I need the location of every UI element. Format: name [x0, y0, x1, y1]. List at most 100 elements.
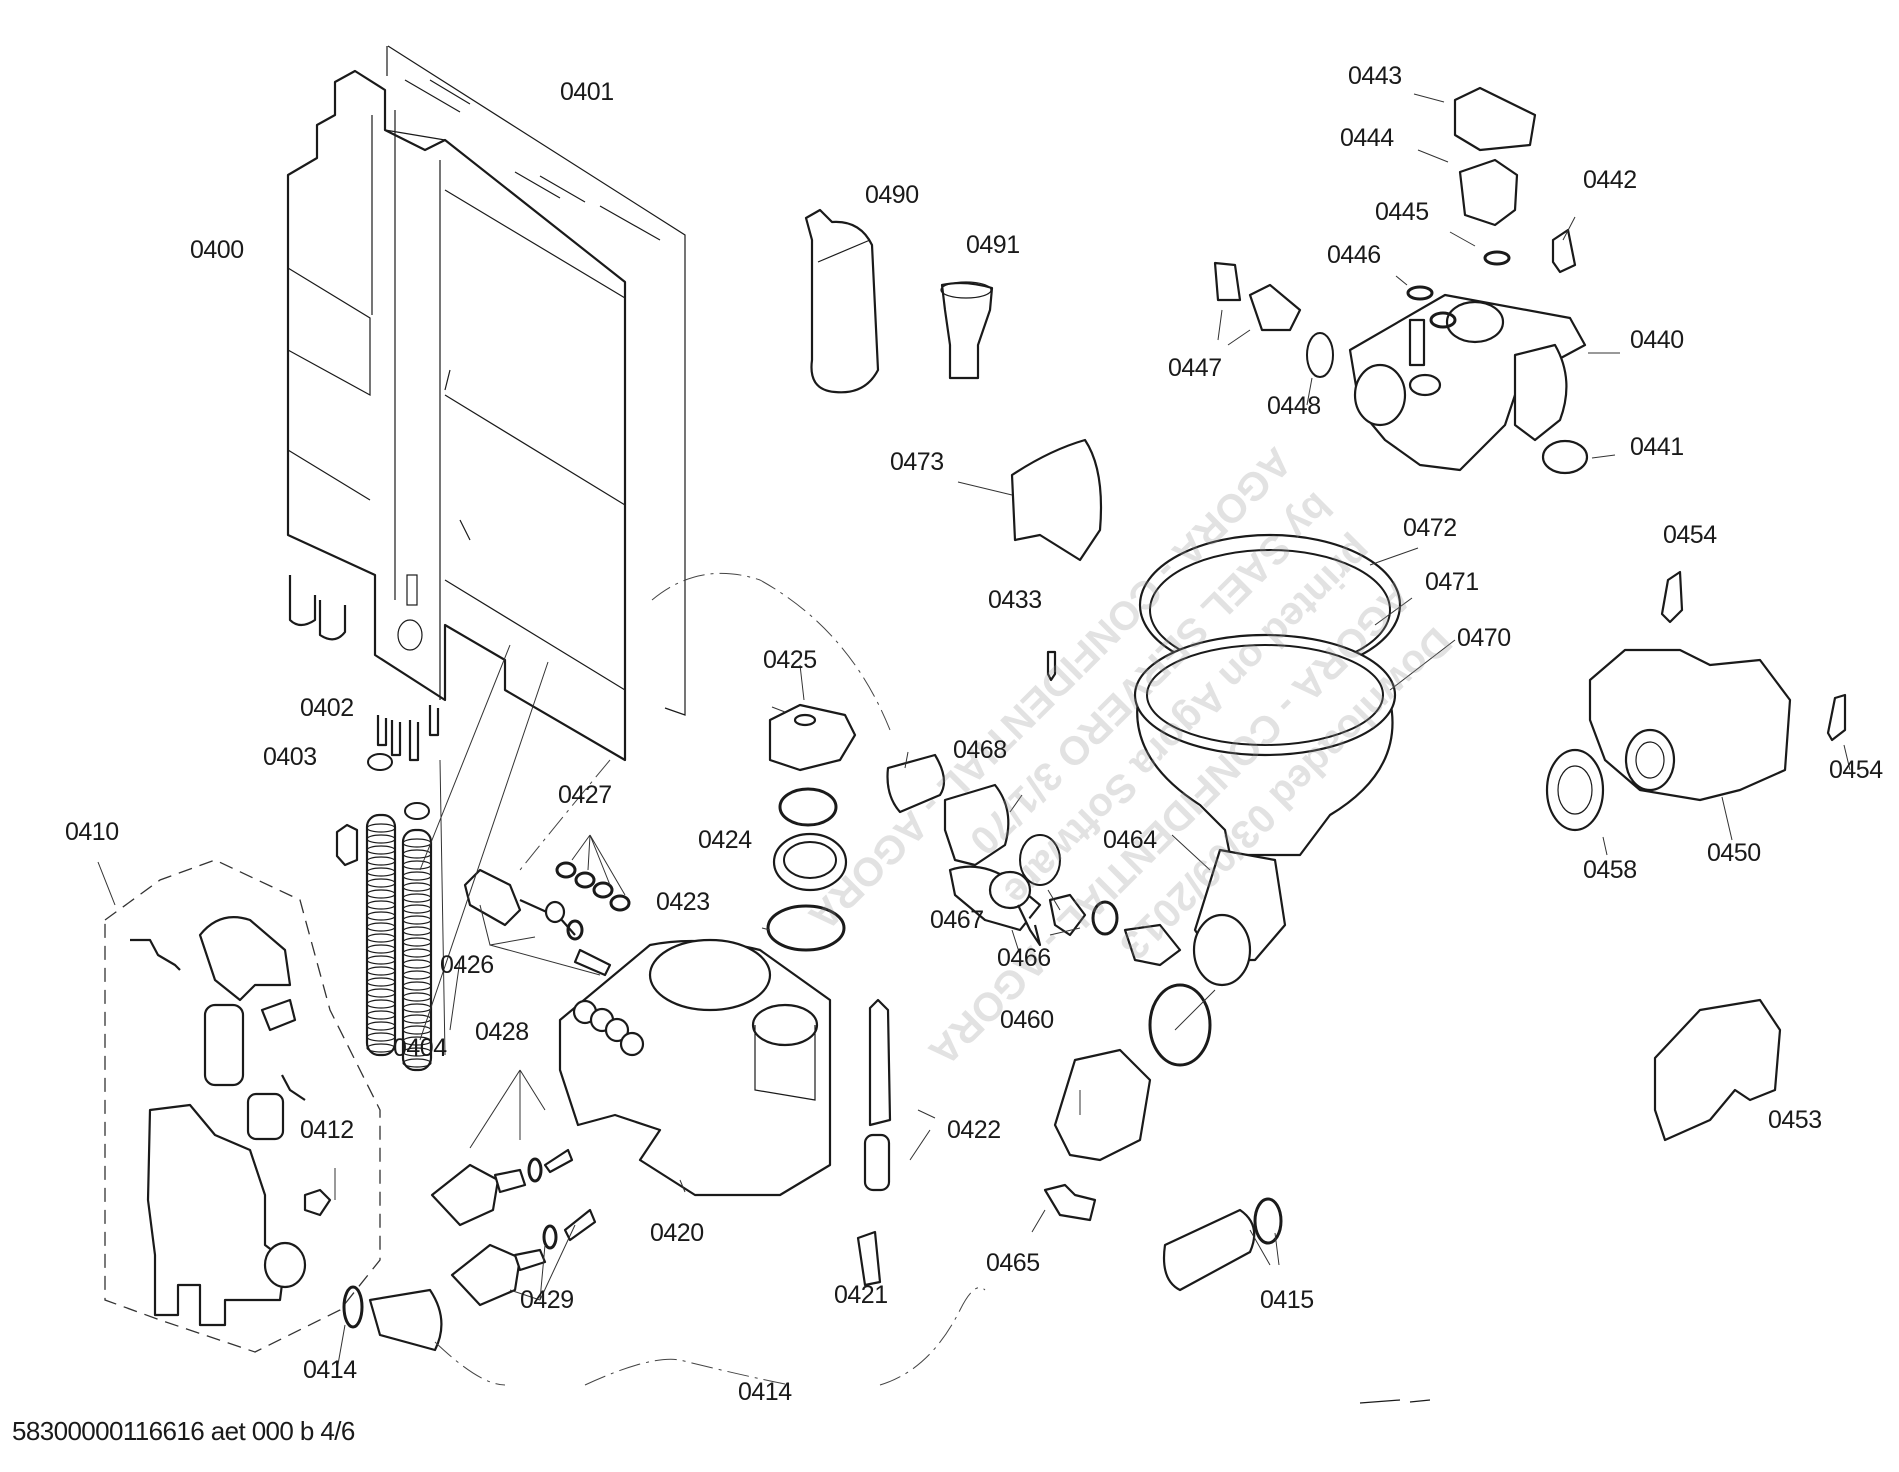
part-0442-0448-small [1213, 86, 1577, 406]
hose-rib [402, 871, 432, 881]
part-label-0447: 0447 [1168, 354, 1222, 382]
part-0426-0429-valves [430, 834, 631, 1307]
hose-rib [402, 981, 432, 991]
part-label-0424: 0424 [698, 826, 752, 854]
part-0415-drain-hose [1162, 1197, 1283, 1292]
part-label-0454a: 0454 [1663, 521, 1717, 549]
part-label-0458: 0458 [1583, 856, 1637, 884]
part-0490-0491-funnel [804, 208, 994, 394]
hose-rib [366, 1021, 396, 1031]
hose-rib [402, 1014, 432, 1024]
part-label-0446: 0446 [1327, 241, 1381, 269]
hose-rib [366, 999, 396, 1009]
part-label-0445: 0445 [1375, 198, 1429, 226]
hose-rib [366, 1032, 396, 1042]
part-label-0448: 0448 [1267, 392, 1321, 420]
part-label-0425: 0425 [763, 646, 817, 674]
part-0401-panel [386, 45, 686, 716]
part-label-0400: 0400 [190, 236, 244, 264]
hose-rib [402, 970, 432, 980]
part-0422-parts [863, 998, 936, 1192]
part-label-0491: 0491 [966, 231, 1020, 259]
hose-rib [402, 904, 432, 914]
part-label-0428: 0428 [475, 1018, 529, 1046]
part-0470-sump [948, 438, 1456, 1233]
part-0450-pump [1545, 570, 1851, 1142]
part-label-0414a: 0414 [303, 1356, 357, 1384]
leader-lines-misc [419, 572, 891, 1056]
hose-rib [366, 966, 396, 976]
hose-rib [366, 823, 396, 833]
part-0433-screw [1046, 650, 1057, 682]
part-label-0466: 0466 [997, 944, 1051, 972]
part-label-0442: 0442 [1583, 166, 1637, 194]
hose-rib [366, 878, 396, 888]
part-0400-tank [286, 69, 627, 762]
hose-rib [366, 922, 396, 932]
part-label-0429: 0429 [520, 1286, 574, 1314]
part-label-0470: 0470 [1457, 624, 1511, 652]
part-label-0464: 0464 [1103, 826, 1157, 854]
part-label-0401: 0401 [560, 78, 614, 106]
hose-rib [366, 856, 396, 866]
hose-rib [402, 860, 432, 870]
hose-rib [366, 944, 396, 954]
hose-rib [366, 1043, 396, 1053]
hose-rib [402, 882, 432, 892]
part-label-0421: 0421 [834, 1281, 888, 1309]
part-label-0465: 0465 [986, 1249, 1040, 1277]
part-label-0443: 0443 [1348, 62, 1402, 90]
part-label-0427: 0427 [558, 781, 612, 809]
hose-rib [366, 955, 396, 965]
hose-rib [402, 1047, 432, 1057]
part-label-0415: 0415 [1260, 1286, 1314, 1314]
hose-rib [366, 911, 396, 921]
part-label-0453: 0453 [1768, 1106, 1822, 1134]
part-label-0467: 0467 [930, 906, 984, 934]
part-label-0412: 0412 [300, 1116, 354, 1144]
hose-rib [366, 988, 396, 998]
part-label-0402: 0402 [300, 694, 354, 722]
part-0410-group [97, 859, 381, 1353]
part-label-0454b: 0454 [1829, 756, 1883, 784]
hose-rib [366, 900, 396, 910]
part-0440-valve-block [1348, 293, 1620, 475]
part-label-0420: 0420 [650, 1219, 704, 1247]
hose-rib [402, 1025, 432, 1035]
part-label-0473: 0473 [890, 448, 944, 476]
hose-rib [402, 1058, 432, 1068]
hose-rib [402, 926, 432, 936]
hose-rib [366, 845, 396, 855]
part-label-0441: 0441 [1630, 433, 1684, 461]
hose-rib [366, 977, 396, 987]
hose-rib [402, 937, 432, 947]
part-0423-0425-rings [761, 664, 857, 952]
part-label-0460: 0460 [1000, 1006, 1054, 1034]
part-label-0426: 0426 [440, 951, 494, 979]
part-0420-container [558, 938, 832, 1197]
part-label-0471: 0471 [1425, 568, 1479, 596]
part-label-0490: 0490 [865, 181, 919, 209]
part-label-0410: 0410 [65, 818, 119, 846]
hose-rib [402, 849, 432, 859]
part-label-0472: 0472 [1403, 514, 1457, 542]
hose-rib [366, 1010, 396, 1020]
part-0414-hose [336, 1285, 1431, 1404]
part-label-0433: 0433 [988, 586, 1042, 614]
part-label-0404: 0404 [393, 1034, 447, 1062]
hose-rib [402, 1036, 432, 1046]
part-label-0414b: 0414 [738, 1378, 792, 1406]
hose-rib [366, 834, 396, 844]
hose-rib [366, 933, 396, 943]
part-label-0440: 0440 [1630, 326, 1684, 354]
hose-rib [402, 959, 432, 969]
part-label-0403: 0403 [263, 743, 317, 771]
part-0464-0468-connectors [886, 751, 1061, 886]
hose-rib [366, 889, 396, 899]
part-label-0422: 0422 [947, 1116, 1001, 1144]
hose-rib [402, 948, 432, 958]
hose-rib [402, 915, 432, 925]
hose-rib [402, 893, 432, 903]
